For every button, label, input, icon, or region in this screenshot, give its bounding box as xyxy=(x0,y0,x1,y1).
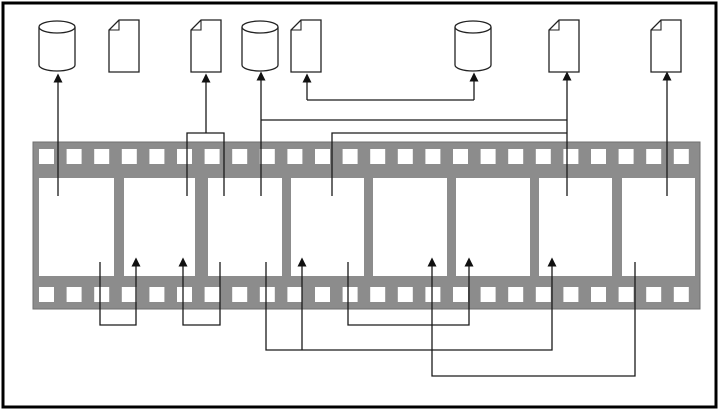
sprocket-hole-top xyxy=(646,149,661,164)
sprocket-hole-top xyxy=(232,149,247,164)
document-icon-4 xyxy=(549,20,579,72)
sprocket-hole-top xyxy=(563,149,578,164)
top-icon-row xyxy=(39,20,681,72)
sprocket-hole-bottom xyxy=(453,287,468,302)
film-frame xyxy=(622,178,695,276)
sprocket-hole-bottom xyxy=(674,287,689,302)
film-frame xyxy=(291,178,364,276)
sprocket-hole-bottom xyxy=(619,287,634,302)
document-icon-3 xyxy=(291,20,321,72)
sprocket-hole-top xyxy=(508,149,523,164)
film-frame xyxy=(208,178,282,276)
document-sheet xyxy=(549,20,579,72)
film-frame xyxy=(539,178,612,276)
sprocket-hole-top xyxy=(481,149,496,164)
document-sheet xyxy=(651,20,681,72)
sprocket-hole-top xyxy=(205,149,220,164)
document-sheet xyxy=(109,20,139,72)
sprocket-hole-top xyxy=(177,149,192,164)
sprocket-hole-bottom xyxy=(536,287,551,302)
sprocket-hole-bottom xyxy=(177,287,192,302)
sprocket-hole-top xyxy=(149,149,164,164)
document-icon-2 xyxy=(191,20,221,72)
sprocket-hole-bottom xyxy=(481,287,496,302)
sprocket-hole-top xyxy=(591,149,606,164)
sprocket-hole-top xyxy=(619,149,634,164)
sprocket-hole-top xyxy=(67,149,82,164)
sprocket-hole-bottom xyxy=(122,287,137,302)
sprocket-hole-top xyxy=(453,149,468,164)
document-sheet xyxy=(291,20,321,72)
database-top xyxy=(455,21,491,33)
film-frame xyxy=(39,178,114,276)
sprocket-hole-bottom xyxy=(260,287,275,302)
sprocket-hole-bottom xyxy=(287,287,302,302)
database-top xyxy=(39,21,75,33)
sprocket-hole-bottom xyxy=(232,287,247,302)
film-frame xyxy=(373,178,447,276)
sprocket-hole-top xyxy=(315,149,330,164)
sprocket-hole-bottom xyxy=(343,287,358,302)
sprocket-hole-bottom xyxy=(149,287,164,302)
sprocket-hole-bottom xyxy=(508,287,523,302)
sprocket-hole-bottom xyxy=(563,287,578,302)
sprocket-hole-bottom xyxy=(315,287,330,302)
sprocket-hole-top xyxy=(287,149,302,164)
document-icon-1 xyxy=(109,20,139,72)
sprocket-hole-bottom xyxy=(646,287,661,302)
sprocket-hole-top xyxy=(370,149,385,164)
document-icon-5 xyxy=(651,20,681,72)
sprocket-hole-top xyxy=(94,149,109,164)
sprocket-hole-top xyxy=(343,149,358,164)
database-icon-1 xyxy=(39,21,75,71)
film-strip xyxy=(33,142,700,309)
sprocket-hole-top xyxy=(674,149,689,164)
film-frame xyxy=(456,178,530,276)
sprocket-hole-bottom xyxy=(398,287,413,302)
sprocket-hole-bottom xyxy=(205,287,220,302)
document-sheet xyxy=(191,20,221,72)
sprocket-hole-bottom xyxy=(67,287,82,302)
sprocket-hole-bottom xyxy=(370,287,385,302)
sprocket-hole-top xyxy=(39,149,54,164)
sprocket-hole-bottom xyxy=(39,287,54,302)
sprocket-hole-top xyxy=(536,149,551,164)
sprocket-hole-bottom xyxy=(425,287,440,302)
database-icon-3 xyxy=(455,21,491,71)
sprocket-hole-bottom xyxy=(591,287,606,302)
sprocket-hole-top xyxy=(260,149,275,164)
sprocket-hole-bottom xyxy=(94,287,109,302)
sprocket-hole-top xyxy=(122,149,137,164)
film-frame xyxy=(124,178,195,276)
sprocket-hole-top xyxy=(398,149,413,164)
database-top xyxy=(242,21,278,33)
sprocket-hole-top xyxy=(425,149,440,164)
database-icon-2 xyxy=(242,21,278,71)
